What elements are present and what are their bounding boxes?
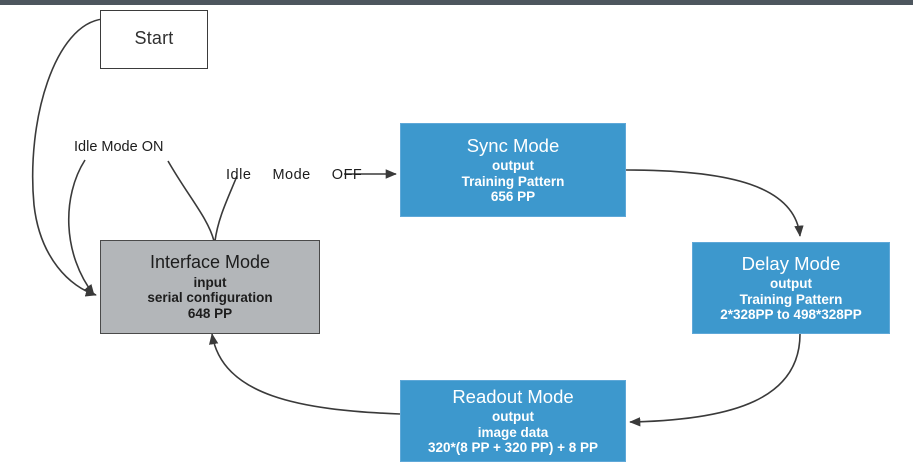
node-sync-mode-line-2: Training Pattern bbox=[461, 173, 565, 189]
node-interface-mode-title: Interface Mode bbox=[149, 252, 271, 273]
edge-label-idle-off-word-2: Mode bbox=[272, 167, 311, 183]
node-readout-mode-line-1: output bbox=[492, 408, 534, 424]
edge-label-idle-off-word-1: Idle bbox=[226, 167, 252, 183]
edge-delay-to-readout bbox=[629, 333, 801, 427]
node-start-title: Start bbox=[134, 28, 174, 49]
node-sync-mode-line-1: output bbox=[492, 157, 534, 173]
edge-idle-off-hook bbox=[214, 175, 238, 242]
node-delay-mode-line-3: 2*328PP to 498*328PP bbox=[720, 307, 862, 323]
node-delay-mode-title: Delay Mode bbox=[741, 253, 841, 275]
edge-sync-to-delay bbox=[625, 169, 804, 237]
node-start[interactable]: Start bbox=[100, 10, 208, 69]
node-sync-mode-line-3: 656 PP bbox=[490, 189, 536, 205]
node-delay-mode-line-1: output bbox=[770, 275, 812, 291]
node-interface-mode-line-1: input bbox=[193, 274, 227, 290]
node-sync-mode-title: Sync Mode bbox=[466, 135, 560, 157]
node-delay-mode-line-2: Training Pattern bbox=[739, 291, 843, 307]
node-readout-mode-line-3: 320*(8 PP + 320 PP) + 8 PP bbox=[427, 440, 599, 456]
node-interface-mode-line-3: 648 PP bbox=[187, 305, 233, 321]
edge-start-to-interface bbox=[31, 18, 104, 297]
node-readout-mode-title: Readout Mode bbox=[452, 386, 574, 408]
node-readout-mode[interactable]: Readout Mode output image data 320*(8 PP… bbox=[400, 380, 626, 462]
edge-label-idle-mode-on: Idle Mode ON bbox=[74, 139, 164, 155]
node-interface-mode-line-2: serial configuration bbox=[147, 290, 273, 306]
edge-idle-on-leader bbox=[167, 160, 215, 242]
edge-label-idle-mode-off: Idle Mode OFF bbox=[226, 167, 362, 183]
node-interface-mode[interactable]: Interface Mode input serial configuratio… bbox=[100, 240, 320, 334]
edge-interface-idle-on bbox=[67, 159, 95, 296]
node-readout-mode-line-2: image data bbox=[477, 424, 549, 440]
node-delay-mode[interactable]: Delay Mode output Training Pattern 2*328… bbox=[692, 242, 890, 334]
edge-readout-to-interface bbox=[209, 333, 401, 415]
top-accent-bar bbox=[0, 0, 913, 5]
edge-label-idle-off-word-3: OFF bbox=[331, 167, 363, 183]
node-sync-mode[interactable]: Sync Mode output Training Pattern 656 PP bbox=[400, 123, 626, 217]
